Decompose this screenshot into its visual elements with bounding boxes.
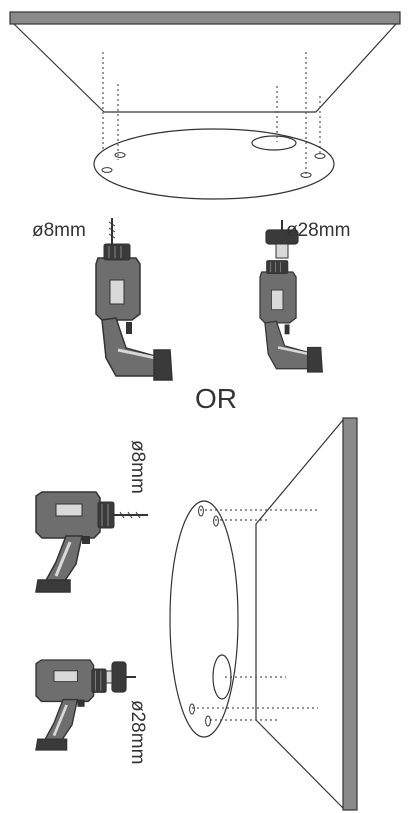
side-hole-saw-drill-icon: [34, 658, 136, 752]
top-small-hole-label: ø8mm: [32, 220, 86, 241]
side-small-hole-label: ø8mm: [127, 440, 148, 494]
wall-surface-icon: [255, 417, 358, 811]
guide-lines-side: [192, 509, 318, 721]
side-mounting-plate-icon: [169, 500, 239, 738]
guide-lines-top: [102, 52, 321, 178]
side-drill-icon: [34, 490, 148, 594]
hole-saw-drill-icon: [258, 220, 324, 374]
top-large-hole-label: ø28mm: [286, 220, 350, 241]
or-separator: OR: [195, 383, 237, 414]
ceiling-surface-icon: [9, 11, 401, 113]
mounting-plate-icon: [93, 128, 335, 200]
drill-icon: [94, 218, 174, 382]
side-large-hole-label: ø28mm: [127, 700, 148, 764]
